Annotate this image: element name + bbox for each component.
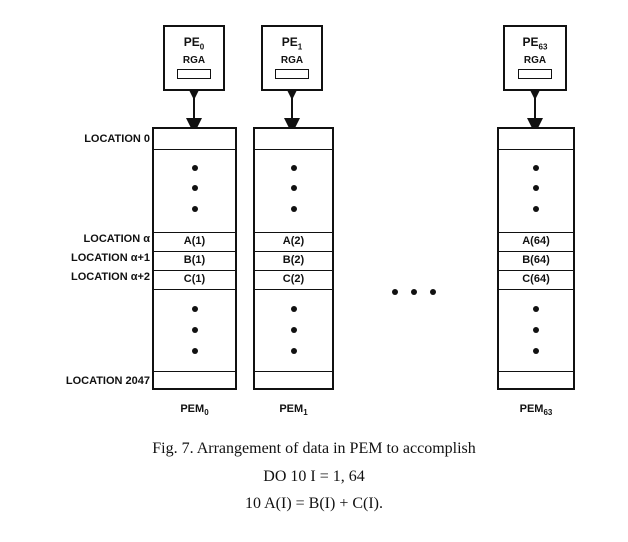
- pe0-box: PE0 RGA: [163, 25, 225, 91]
- ellipsis-dot: [291, 348, 297, 354]
- ellipsis-dot: [533, 165, 539, 171]
- pem1-cell-a: A(2): [282, 235, 305, 247]
- location-2047-label: LOCATION 2047: [65, 375, 150, 387]
- ellipsis-dot: [291, 165, 297, 171]
- pe0-rga-register: [177, 69, 211, 79]
- pe1-box: PE1 RGA: [261, 25, 323, 91]
- figure-caption: Fig. 7. Arrangement of data in PEM to ac…: [152, 440, 476, 457]
- caption-equation: 10 A(I) = B(I) + C(I).: [244, 495, 383, 512]
- pem0-cell-c: C(1): [183, 273, 206, 285]
- ellipsis-dot: [192, 185, 198, 191]
- ellipsis-dot: [533, 185, 539, 191]
- location-alpha-plus-1-label: LOCATION α+1: [71, 252, 150, 264]
- pem0-cell-a: A(1): [183, 235, 206, 247]
- ellipsis-dot: [533, 206, 539, 212]
- pe0-rga-label: RGA: [182, 55, 206, 66]
- pem0-column: A(1) B(1) C(1): [152, 127, 237, 390]
- pem63-cell-b: B(64): [522, 254, 550, 266]
- pem63-cell-c: C(64): [522, 273, 550, 285]
- column-ellipsis-dot: [392, 289, 398, 295]
- location-alpha-plus-2-label: LOCATION α+2: [71, 271, 150, 283]
- pem1-cell-b: B(2): [282, 254, 305, 266]
- column-ellipsis-dot: [411, 289, 417, 295]
- ellipsis-dot: [192, 206, 198, 212]
- column-ellipsis-dot: [430, 289, 436, 295]
- caption-do-loop: DO 10 I = 1, 64: [263, 468, 365, 485]
- pe0-title: PE0: [183, 35, 205, 52]
- ellipsis-dot: [192, 165, 198, 171]
- pem1-column: A(2) B(2) C(2): [253, 127, 334, 390]
- pe63-title: PE63: [522, 35, 548, 52]
- pe63-box: PE63 RGA: [503, 25, 567, 91]
- location-0-label: LOCATION 0: [84, 133, 150, 145]
- pem63-label: PEM63: [519, 403, 553, 418]
- ellipsis-dot: [192, 306, 198, 312]
- ellipsis-dot: [291, 306, 297, 312]
- ellipsis-dot: [291, 206, 297, 212]
- ellipsis-dot: [291, 185, 297, 191]
- ellipsis-dot: [192, 327, 198, 333]
- ellipsis-dot: [533, 327, 539, 333]
- pe1-rga-register: [275, 69, 309, 79]
- pe1-title: PE1: [281, 35, 303, 52]
- ellipsis-dot: [533, 348, 539, 354]
- ellipsis-dot: [192, 348, 198, 354]
- ellipsis-dot: [533, 306, 539, 312]
- pe1-rga-label: RGA: [280, 55, 304, 66]
- pem1-label: PEM1: [279, 403, 308, 418]
- pem0-label: PEM0: [180, 403, 209, 418]
- pe63-rga-register: [518, 69, 552, 79]
- pem63-column: A(64) B(64) C(64): [497, 127, 575, 390]
- pem0-cell-b: B(1): [183, 254, 206, 266]
- pem63-cell-a: A(64): [522, 235, 550, 247]
- pe63-rga-label: RGA: [523, 55, 547, 66]
- ellipsis-dot: [291, 327, 297, 333]
- location-alpha-label: LOCATION α: [83, 233, 150, 245]
- pem1-cell-c: C(2): [282, 273, 305, 285]
